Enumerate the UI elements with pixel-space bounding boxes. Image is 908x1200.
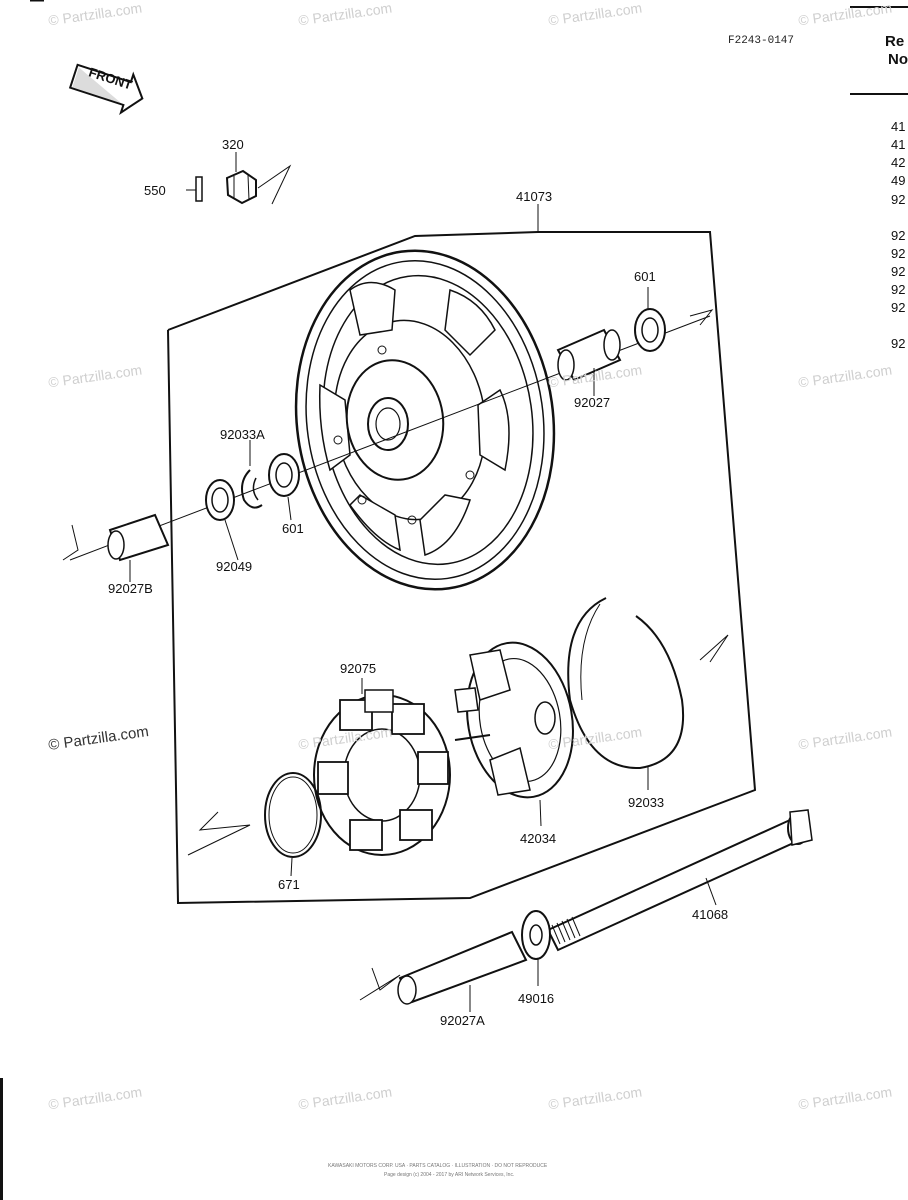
callout-92027[interactable]: 92027 bbox=[574, 395, 611, 410]
collar-49016 bbox=[521, 910, 551, 960]
damper-92075 bbox=[313, 689, 451, 856]
circlip-92033A bbox=[241, 469, 263, 509]
panel-row: 92 bbox=[891, 336, 906, 351]
callout-41073[interactable]: 41073 bbox=[516, 189, 553, 204]
panel-row: 41 bbox=[891, 119, 906, 134]
panel-row: 92 bbox=[891, 192, 906, 207]
coupling-42034 bbox=[454, 641, 574, 799]
callout-320[interactable]: 320 bbox=[222, 137, 244, 152]
bearing-601-right bbox=[634, 308, 666, 352]
callout-92049[interactable]: 92049 bbox=[216, 559, 253, 574]
callout-49016[interactable]: 49016 bbox=[518, 991, 555, 1006]
panel-row: 41 bbox=[891, 137, 906, 152]
callout-550[interactable]: 550 bbox=[144, 183, 166, 198]
panel-row: 42 bbox=[891, 155, 906, 170]
callout-92033A[interactable]: 92033A bbox=[220, 427, 265, 442]
callout-92027A[interactable]: 92027A bbox=[440, 1013, 485, 1028]
footer-line-2: Page design (c) 2004 - 2017 by ARI Netwo… bbox=[384, 1172, 515, 1178]
callout-671[interactable]: 671 bbox=[278, 877, 300, 892]
o-ring-671 bbox=[264, 772, 322, 858]
footer-line-1: KAWASAKI MOTORS CORP. USA · PARTS CATALO… bbox=[328, 1163, 548, 1169]
spacer-92027A bbox=[397, 930, 528, 1005]
assembly-border-lower bbox=[167, 231, 757, 905]
cotter-pin-550 bbox=[195, 176, 203, 202]
callout-42034[interactable]: 42034 bbox=[520, 831, 557, 846]
spacer-92027 bbox=[556, 328, 622, 382]
callout-92033[interactable]: 92033 bbox=[628, 795, 665, 810]
circlip-92033 bbox=[567, 597, 684, 770]
wheel-41073 bbox=[294, 249, 556, 591]
axle-41068 bbox=[546, 809, 813, 952]
panel-header-no: No bbox=[888, 51, 908, 68]
callout-41068[interactable]: 41068 bbox=[692, 907, 729, 922]
callout-92075[interactable]: 92075 bbox=[340, 661, 377, 676]
front-arrow-icon bbox=[68, 63, 144, 115]
panel-row: 92 bbox=[891, 300, 906, 315]
diagram-code: F2243-0147 bbox=[728, 35, 795, 47]
page-edge bbox=[0, 1078, 3, 1200]
panel-row: 92 bbox=[891, 282, 906, 297]
callout-601-left[interactable]: 601 bbox=[282, 521, 304, 536]
panel-row: 92 bbox=[891, 228, 906, 243]
axle-nut-320 bbox=[225, 169, 257, 205]
assembly-border bbox=[167, 231, 539, 331]
oil-seal-92049 bbox=[205, 479, 235, 521]
callout-92027B[interactable]: 92027B bbox=[108, 581, 153, 596]
panel-row: 92 bbox=[891, 264, 906, 279]
panel-header-ref: Re bbox=[885, 33, 905, 50]
spacer-92027B bbox=[107, 513, 170, 562]
callout-601-right[interactable]: 601 bbox=[634, 269, 656, 284]
bearing-601-left bbox=[268, 453, 300, 497]
panel-row: 92 bbox=[891, 246, 906, 261]
panel-row: 49 bbox=[891, 173, 906, 188]
